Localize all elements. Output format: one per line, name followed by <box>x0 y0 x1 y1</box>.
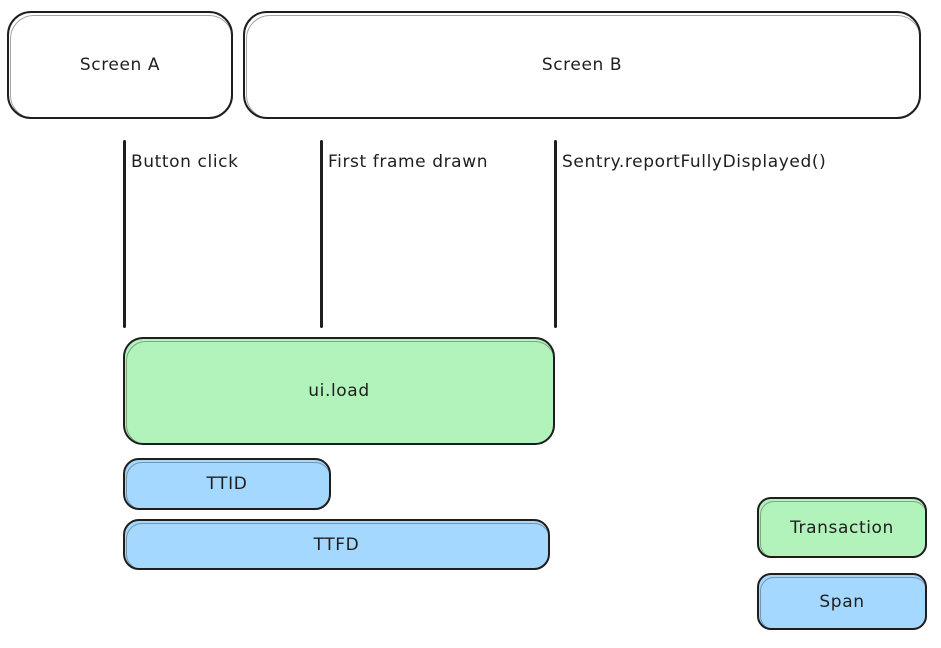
bar-ui-load[interactable]: ui.load <box>123 337 555 445</box>
bar-ttfd[interactable]: TTFD <box>123 519 550 570</box>
marker-label-first-frame-drawn: First frame drawn <box>328 152 489 172</box>
legend-item-span-label: Span <box>819 591 865 612</box>
bar-ttid[interactable]: TTID <box>123 458 331 510</box>
bar-ttfd-label: TTFD <box>313 534 360 555</box>
marker-line-report-fully-displayed <box>554 140 557 328</box>
bar-ttid-label: TTID <box>206 474 248 494</box>
bar-ui-load-label: ui.load <box>308 381 370 401</box>
legend-item-transaction[interactable]: Transaction <box>757 497 927 558</box>
marker-label-report-fully-displayed: Sentry.reportFullyDisplayed() <box>562 152 827 172</box>
screen-box-b[interactable]: Screen B <box>243 11 921 119</box>
marker-line-first-frame-drawn <box>320 140 323 328</box>
marker-label-button-click: Button click <box>131 152 239 172</box>
legend-item-transaction-label: Transaction <box>790 517 894 538</box>
screen-box-a-label: Screen A <box>79 55 161 75</box>
screen-box-b-label: Screen B <box>541 55 623 75</box>
legend-item-span[interactable]: Span <box>757 573 927 630</box>
marker-line-button-click <box>123 140 126 328</box>
screen-box-a[interactable]: Screen A <box>7 11 233 119</box>
